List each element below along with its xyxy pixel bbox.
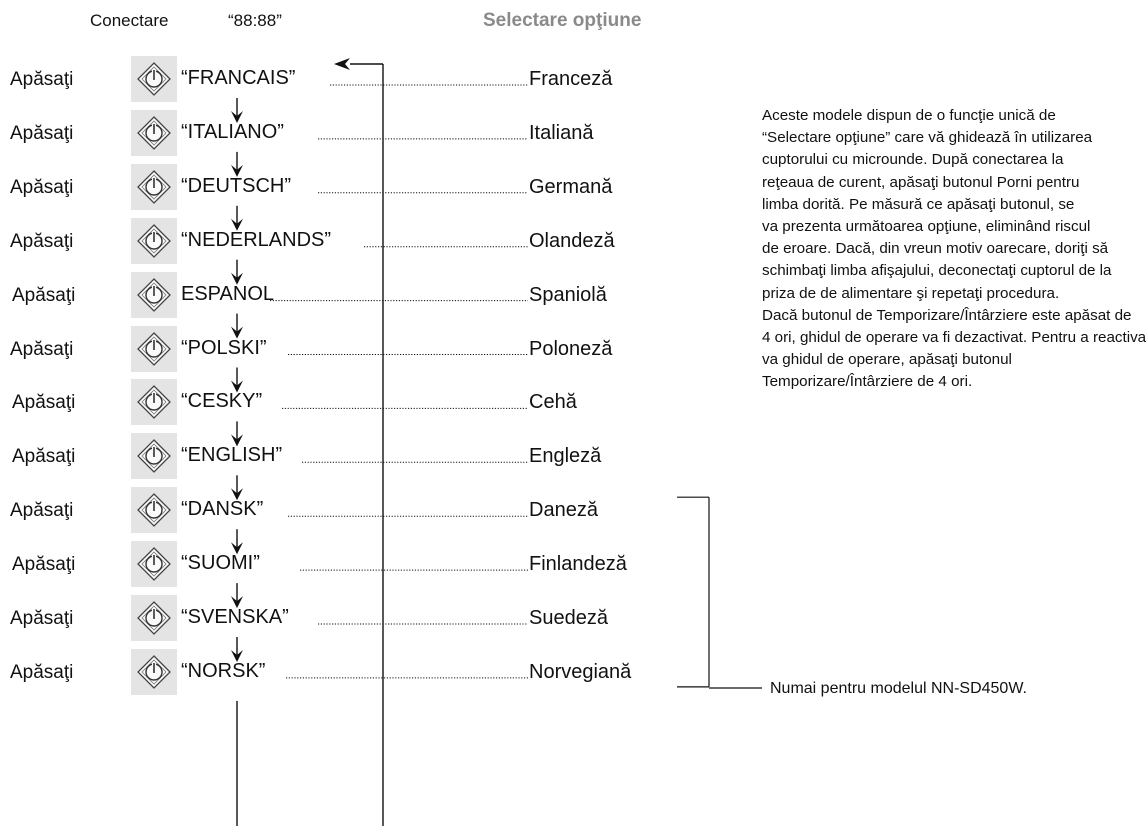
arrow-down-icon — [231, 326, 243, 339]
arrow-down-icon — [231, 218, 243, 231]
arrow-down-icon — [231, 542, 243, 555]
language-label: Norvegiană — [529, 660, 632, 683]
press-label: Apăsaţi — [12, 284, 76, 306]
arrow-down-icon — [231, 488, 243, 501]
language-label: Finlandeză — [529, 553, 627, 576]
display-init-label: “88:88” — [228, 11, 282, 30]
start-key-button[interactable] — [131, 541, 177, 588]
description-line: Aceste modele dispun de o funcţie unică … — [762, 107, 1056, 124]
description-line: schimbaţi limba afişajului, deconectaţi … — [762, 262, 1112, 280]
display-text: “ENGLISH” — [181, 444, 283, 467]
start-key-button[interactable] — [131, 325, 177, 372]
display-text: “FRANCAIS” — [181, 67, 296, 89]
language-label: Franceză — [529, 68, 613, 90]
press-label: Apăsaţi — [10, 122, 74, 144]
press-label: Apăsaţi — [10, 500, 74, 522]
language-label: Cehă — [529, 391, 577, 414]
start-key-button[interactable] — [131, 433, 177, 480]
language-label: Olandeză — [529, 229, 615, 252]
start-key-icon — [137, 547, 171, 582]
press-label: Apăsaţi — [10, 608, 74, 629]
model-note: Numai pentru modelul NN-SD450W. — [770, 680, 1027, 697]
connect-label: Conectare — [90, 11, 169, 30]
display-text: “SVENSKA” — [181, 606, 289, 628]
start-key-button[interactable] — [131, 271, 177, 318]
start-key-icon — [137, 331, 171, 366]
description-line: limba dorită. Pe măsură ce apăsaţi buton… — [762, 195, 1075, 213]
press-label: Apăsaţi — [10, 69, 74, 90]
language-label: Poloneză — [529, 337, 613, 360]
press-label: Apăsaţi — [10, 230, 74, 252]
display-text: “NORSK” — [181, 659, 266, 682]
display-text: “NEDERLANDS” — [181, 228, 332, 251]
start-key-icon — [137, 439, 171, 474]
arrow-left-icon — [334, 58, 350, 70]
display-text: “SUOMI” — [181, 552, 260, 575]
arrow-down-icon — [231, 380, 243, 393]
start-key-icon — [137, 385, 171, 420]
display-text: “DANSK” — [181, 498, 264, 521]
description-line: priza de de alimentare şi repetaţi proce… — [762, 284, 1060, 302]
description-line: va prezenta următoarea opţiune, eliminân… — [762, 218, 1091, 236]
press-label: Apăsaţi — [10, 338, 74, 360]
flow-connectors — [231, 58, 762, 826]
description-line: Dacă butonul de Temporizare/Întârziere e… — [762, 306, 1132, 324]
start-key-icon — [137, 223, 171, 258]
press-label: Apăsaţi — [12, 554, 76, 576]
press-label: Apăsaţi — [10, 176, 74, 198]
language-label: Suedeză — [529, 607, 608, 629]
arrow-down-icon — [231, 434, 243, 447]
start-key-button[interactable] — [131, 379, 177, 426]
page-title: Selectare opţiune — [483, 10, 642, 31]
arrow-down-icon — [231, 596, 243, 609]
description-line: Temporizare/Întârziere de 4 ori. — [762, 373, 973, 391]
press-label: Apăsaţi — [12, 446, 76, 468]
start-key-icon — [137, 115, 171, 150]
description-line: 4 ori, ghidul de operare va fi dezactiva… — [762, 329, 1146, 347]
language-label: Spaniolă — [529, 283, 607, 306]
start-key-button[interactable] — [131, 487, 177, 534]
language-label: Italiană — [529, 121, 594, 144]
description-line: reţeaua de curent, apăsaţi butonul Porni… — [762, 173, 1080, 191]
language-label: Engleză — [529, 445, 602, 468]
start-key-button[interactable] — [131, 217, 177, 264]
start-key-icon — [137, 601, 171, 635]
press-label: Apăsaţi — [12, 392, 76, 414]
description-line: de eroare. Dacă, din vreun motiv oarecar… — [762, 240, 1109, 258]
arrow-down-icon — [231, 111, 243, 123]
arrow-down-icon — [231, 272, 243, 285]
display-text: ESPANOL — [181, 282, 274, 305]
language-label: Germană — [529, 175, 613, 198]
arrow-down-icon — [231, 164, 243, 177]
description-line: “Selectare opţiune” care vă ghidează în … — [762, 129, 1093, 147]
start-key-icon — [137, 277, 171, 312]
display-text: “DEUTSCH” — [181, 174, 291, 197]
description-paragraph: Aceste modele dispun de o funcţie unică … — [762, 105, 1146, 394]
start-key-icon — [137, 62, 171, 96]
arrow-down-icon — [231, 650, 243, 662]
start-key-button[interactable] — [131, 595, 177, 641]
description-line: cuptorului cu microunde. După conectarea… — [762, 151, 1064, 169]
start-key-button[interactable] — [131, 56, 177, 102]
start-key-icon — [137, 654, 171, 689]
start-key-icon — [137, 493, 171, 528]
start-key-button[interactable] — [131, 163, 177, 210]
press-label: Apăsaţi — [10, 661, 74, 683]
language-label: Daneză — [529, 499, 598, 522]
display-text: “CESKY” — [181, 390, 263, 413]
start-key-button[interactable] — [131, 109, 177, 156]
description-line: va ghidul de operare, apăsaţi butonul — [762, 351, 1012, 369]
display-text: “ITALIANO” — [181, 120, 284, 143]
display-text: “POLSKI” — [181, 336, 267, 359]
start-key-button[interactable] — [131, 648, 177, 695]
start-key-icon — [137, 169, 171, 204]
